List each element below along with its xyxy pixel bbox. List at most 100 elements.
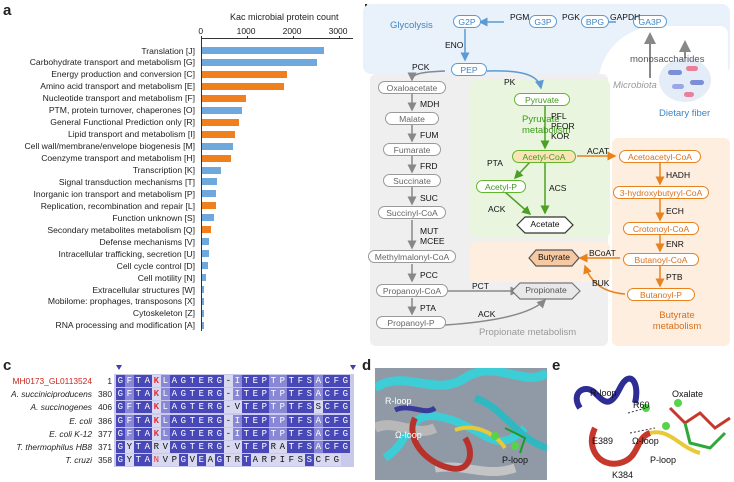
- node-g3p: G3P: [529, 15, 557, 28]
- x-tick-mark: [339, 36, 340, 39]
- e-oxalate-label: Oxalate: [672, 389, 704, 399]
- butyrate-metabolism-label: Butyrate metabolism: [652, 310, 702, 332]
- category-label: Secondary metabolites metabolism [Q]: [47, 224, 195, 235]
- enzyme-suc: SUC: [420, 193, 438, 203]
- bar: [202, 262, 208, 270]
- enzyme-ech: ECH: [666, 206, 684, 216]
- bar: [202, 286, 204, 293]
- enzyme-mcee: MCEE: [420, 236, 445, 246]
- node-pyruvate: Pyruvate: [514, 93, 570, 106]
- sequence-start-number: 371: [98, 442, 112, 452]
- d-omegaloop-label: Ω-loop: [395, 430, 422, 440]
- enzyme-fum: FUM: [420, 130, 439, 140]
- node-propionate: Propionate: [525, 285, 567, 295]
- node-butyrate: Butyrate: [537, 252, 570, 262]
- node-pep: PEP: [451, 63, 487, 76]
- node-g2p: G2P: [453, 15, 481, 28]
- node-succinate: Succinate: [383, 174, 441, 187]
- node-acetylp: Acetyl-P: [476, 180, 526, 193]
- bar: [202, 178, 218, 186]
- bar: [202, 297, 204, 305]
- category-label: Nucleotide transport and metabolism [F]: [42, 93, 195, 104]
- category-label: Cell motility [N]: [137, 272, 195, 283]
- sequence-start-number: 386: [98, 415, 112, 426]
- category-label: Cytoskeleton [Z]: [132, 308, 195, 319]
- x-tick-label: 0: [198, 26, 204, 36]
- category-label: Coenzyme transport and metabolism [H]: [41, 153, 195, 164]
- node-acetoacetylcoa: Acetoacetyl-CoA: [619, 150, 701, 163]
- enzyme-pk: PK: [504, 77, 516, 87]
- bar: [202, 250, 209, 258]
- bar: [202, 202, 216, 210]
- node-hydroxybutyrylcoa: 3-hydroxybutyryl-CoA: [613, 186, 709, 199]
- category-label: Inorganic ion transport and metabolism […: [33, 188, 195, 199]
- bar: [202, 321, 204, 329]
- enzyme-pck: PCK: [412, 62, 430, 72]
- enzyme-acs: ACS: [549, 183, 567, 193]
- organism-label: T. thermophilus HB8: [16, 442, 92, 452]
- enzyme-enr: ENR: [666, 239, 684, 249]
- category-label: Mobilome: prophages, transposons [X]: [47, 296, 195, 307]
- enzyme-bcoat: BCoAT: [589, 248, 616, 258]
- enzyme-eno: ENO: [445, 40, 464, 50]
- sequence-start-number: 377: [98, 428, 112, 439]
- bar: [202, 58, 317, 66]
- e-e389-label: E389: [592, 436, 614, 446]
- category-label: Cell cycle control [D]: [116, 260, 195, 271]
- enzyme-pgm: PGM: [510, 12, 530, 22]
- enzyme-pct: PCT: [472, 281, 489, 291]
- category-label: Energy production and conversion [C]: [51, 69, 195, 80]
- bar: [202, 190, 217, 198]
- enzyme-pfor: PFOR: [551, 121, 575, 131]
- node-malate: Malate: [385, 112, 439, 125]
- enzyme-acat: ACAT: [587, 146, 610, 156]
- enzyme-kor: KOR: [551, 131, 570, 141]
- node-butanoylcoa: Butanoyl-CoA: [623, 253, 699, 266]
- organism-label: A. succinogenes: [30, 402, 92, 413]
- alignment-markers: [116, 365, 356, 370]
- e-ploop-label: P-loop: [650, 455, 677, 465]
- protein-structure-d: [375, 368, 547, 480]
- bar: [202, 214, 214, 222]
- node-bpg: BPG: [581, 15, 609, 28]
- node-oxaloacetate: Oxaloacetate: [378, 81, 446, 94]
- node-propanoylp: Propanoyl-P: [376, 316, 446, 329]
- bar: [202, 47, 324, 54]
- y-axis-line: [201, 38, 202, 331]
- panel-letter-a: a: [3, 2, 12, 19]
- x-axis-title: Kac microbial protein count: [230, 12, 339, 22]
- enzyme-buk: BUK: [592, 278, 610, 288]
- glycolysis-label: Glycolysis: [390, 20, 433, 31]
- bar: [202, 309, 204, 317]
- dietary-fiber-label: Dietary fiber: [659, 108, 711, 119]
- x-tick-mark: [201, 36, 202, 39]
- monosaccharides-label: monosaccharides: [630, 54, 705, 65]
- panel-letter-c: c: [3, 357, 12, 374]
- organism-label: E. coli: [69, 415, 92, 426]
- category-label: General Functional Prediction only [R]: [50, 117, 195, 128]
- category-label: Function unknown [S]: [112, 212, 195, 223]
- enzyme-ack-propionate: ACK: [478, 309, 496, 319]
- category-label: Amino acid transport and metabolism [E]: [40, 81, 195, 92]
- node-fumarate: Fumarate: [383, 143, 441, 156]
- x-tick-mark: [293, 36, 294, 39]
- node-ga3p: GA3P: [633, 15, 667, 28]
- enzyme-pfl: PFL: [551, 111, 567, 121]
- bar: [202, 130, 236, 138]
- bar: [202, 94, 246, 102]
- enzyme-pta-propionate: PTA: [420, 303, 436, 313]
- bar: [202, 238, 210, 246]
- d-ploop-label: P-loop: [502, 455, 529, 465]
- category-label: Extracellular structures [W]: [92, 284, 195, 295]
- e-omegaloop-label: Ω-loop: [632, 436, 659, 446]
- category-label: Intracellular trafficking, secretion [U]: [58, 248, 195, 259]
- category-label: RNA processing and modification [A]: [55, 320, 195, 331]
- bar: [202, 154, 231, 162]
- organism-label: E. coli K-12: [49, 428, 92, 439]
- bar: [202, 82, 284, 90]
